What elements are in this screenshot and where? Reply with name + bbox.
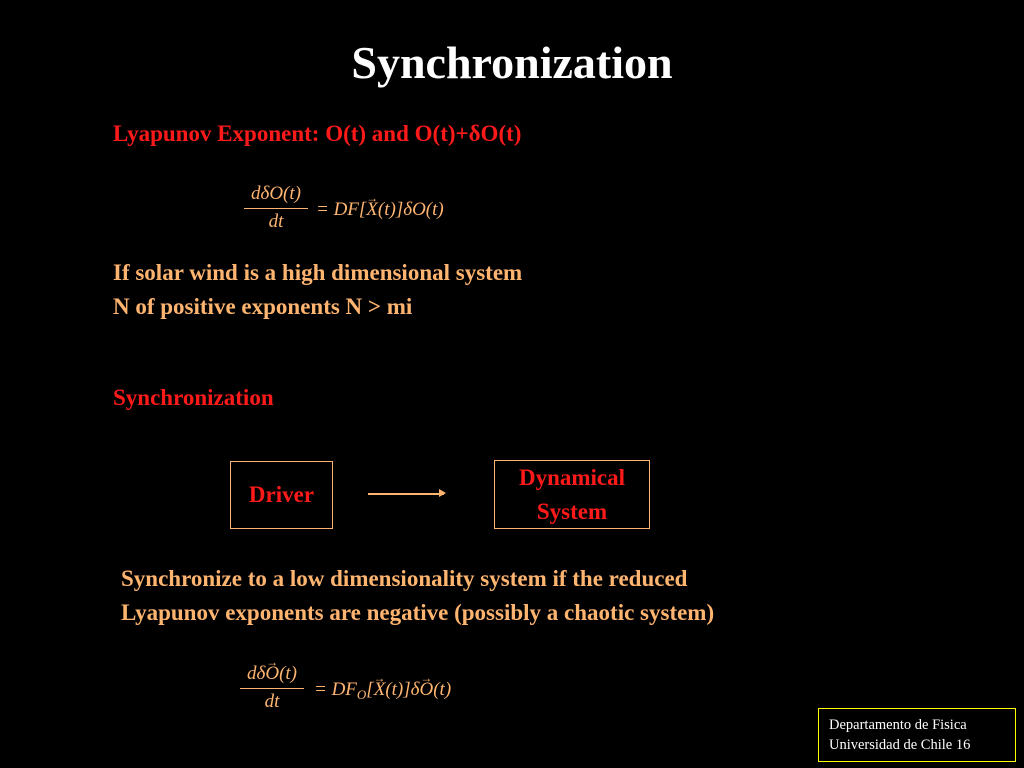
equation-2-rhs: = DFO[X(t)]δO(t) bbox=[314, 678, 451, 707]
equation-1-rhs-prefix: = DF[ bbox=[316, 199, 367, 220]
system-label-line-2: System bbox=[536, 498, 608, 524]
equation-1-fraction: dδO(t) dt bbox=[240, 182, 312, 235]
equation-2-rhs-end: (t) bbox=[433, 679, 452, 700]
equation-2-rhs-mid: (t)]δ bbox=[385, 679, 420, 700]
fraction-bar bbox=[244, 208, 308, 209]
sync-line-2: Lyapunov exponents are negative (possibl… bbox=[121, 600, 715, 625]
vector-o-numerator: O bbox=[265, 662, 279, 686]
slide-title: Synchronization bbox=[351, 37, 673, 88]
vector-x: X bbox=[374, 678, 386, 702]
synchronization-heading: Synchronization bbox=[113, 385, 274, 410]
equation-1-numerator: dδO(t) bbox=[251, 183, 301, 204]
vector-x: X bbox=[366, 198, 378, 222]
arrow-driver-to-system bbox=[368, 490, 446, 496]
equation-2-bracket: [ bbox=[366, 679, 374, 700]
dynamical-system-box: Dynamical System bbox=[494, 460, 650, 529]
solar-wind-text: If solar wind is a high dimensional syst… bbox=[113, 256, 522, 324]
fraction-bar bbox=[240, 688, 304, 689]
equation-1-rhs: = DF[X(t)]δO(t) bbox=[316, 198, 444, 222]
equation-1-denominator: dt bbox=[268, 211, 284, 232]
synchronize-text: Synchronize to a low dimensionality syst… bbox=[121, 562, 714, 630]
system-label-line-1: Dynamical bbox=[518, 464, 626, 490]
driver-label: Driver bbox=[248, 482, 315, 507]
footer-badge: Departamento de Fisica Universidad de Ch… bbox=[818, 708, 1016, 762]
equation-1-rhs-mid: (t)]δO(t) bbox=[377, 199, 444, 220]
equation-2-num-prefix: dδ bbox=[246, 663, 266, 684]
equation-2-numerator: dδO(t) bbox=[236, 662, 308, 686]
equation-2-fraction: dδO(t) dt bbox=[236, 662, 308, 715]
footer-line-1: Departamento de Fisica bbox=[829, 717, 967, 733]
lyapunov-heading: Lyapunov Exponent: O(t) and O(t)+δO(t) bbox=[113, 121, 522, 146]
equation-2-denominator: dt bbox=[264, 691, 280, 712]
solar-line-2: N of positive exponents N > mi bbox=[113, 294, 413, 319]
equation-2-num-suffix: (t) bbox=[279, 663, 297, 684]
solar-line-1: If solar wind is a high dimensional syst… bbox=[113, 260, 523, 285]
vector-o: O bbox=[419, 678, 433, 702]
driver-box: Driver bbox=[230, 461, 333, 529]
equation-2-subscript: O bbox=[356, 687, 367, 702]
footer-line-2: Universidad de Chile 16 bbox=[829, 737, 971, 753]
sync-line-1: Synchronize to a low dimensionality syst… bbox=[121, 566, 688, 591]
equation-2-rhs-df: = DF bbox=[314, 679, 357, 700]
